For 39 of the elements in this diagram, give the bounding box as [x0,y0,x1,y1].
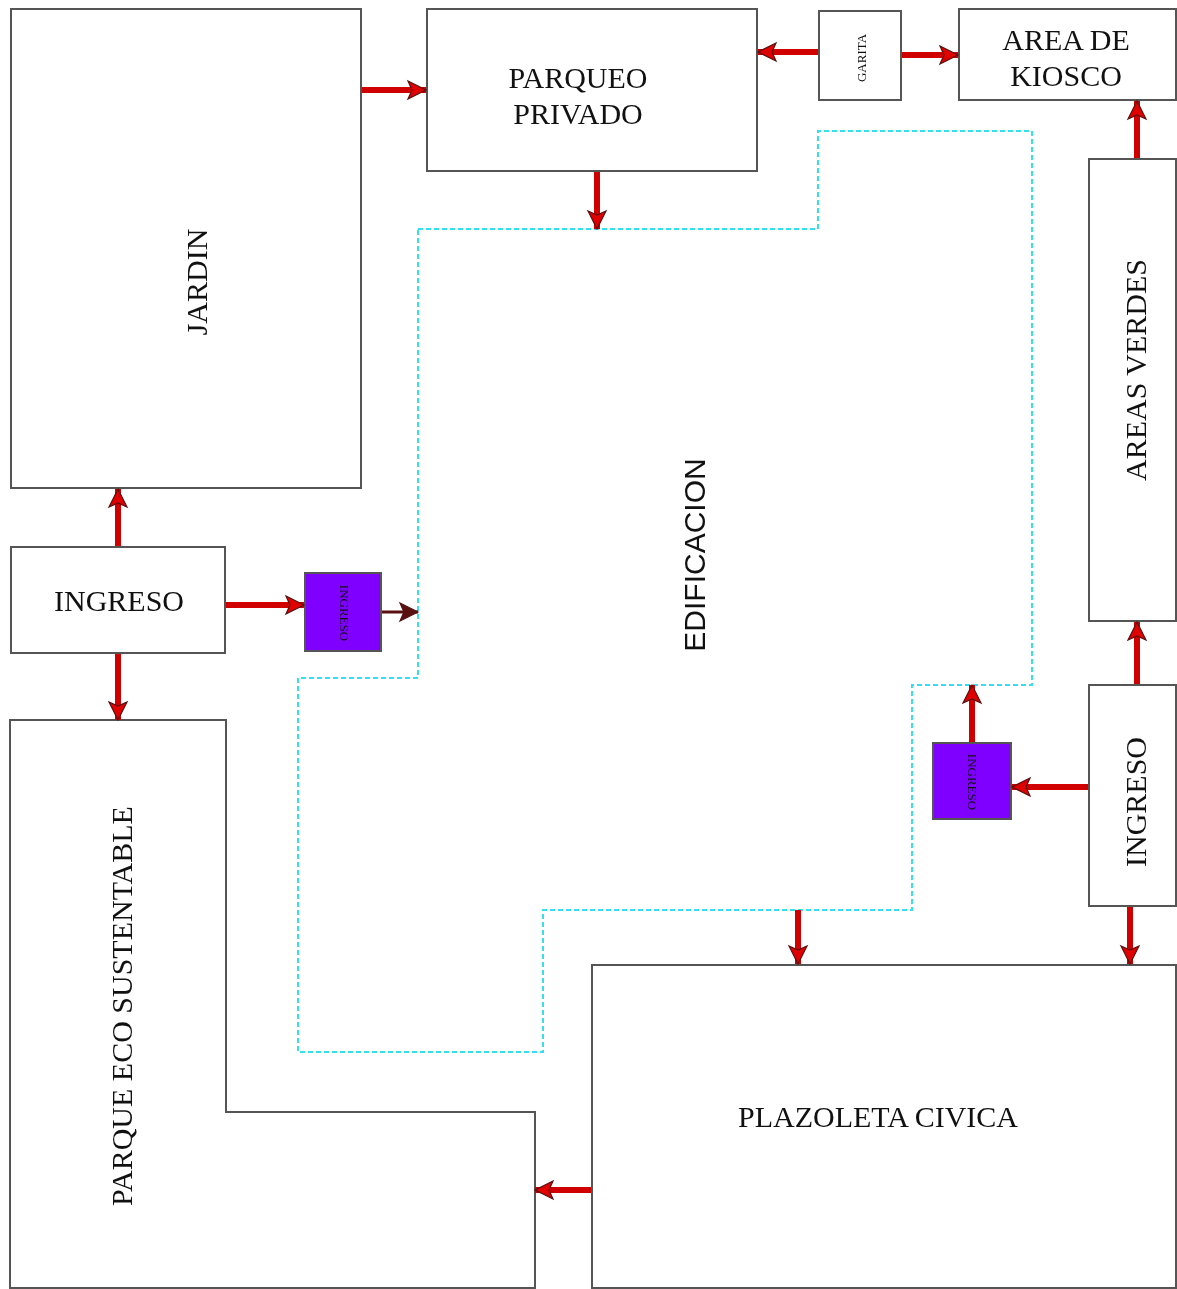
area-label: PARQUE ECO SUSTENTABLE [104,806,139,1206]
arrow [382,602,419,622]
arrow [1120,907,1140,965]
arrow [1011,777,1088,797]
area-label: INGRESO [54,583,184,619]
area-label: INGRESO [1118,737,1153,867]
arrow [788,910,808,965]
area-box [10,546,226,654]
area-box [1088,684,1177,907]
area-box [10,8,362,489]
arrow [108,654,128,721]
entrance-box [304,572,382,652]
area-label: INGRESO [336,584,352,642]
entrance-box [932,742,1012,820]
area-label: AREA DE KIOSCO [1001,22,1131,94]
building-zone [298,131,1032,1052]
area-box [818,10,902,101]
zone-outline [10,720,535,1288]
arrow [534,1180,591,1200]
area-box [591,964,1177,1289]
area-label: INGRESO [964,753,980,811]
arrow [1127,621,1147,684]
area-label: AREAS VERDES [1118,259,1153,481]
arrow [1127,100,1147,158]
arrow [226,595,305,615]
area-box [1088,158,1177,622]
arrow [757,42,818,62]
area-label: PLAZOLETA CIVICA [737,1099,1019,1135]
area-box [426,8,758,172]
area-label: GARITA [854,33,870,83]
arrow [962,684,982,742]
arrow [362,80,427,100]
area-box [958,8,1177,101]
area-label: EDIFICACION [677,458,712,652]
arrow [587,172,607,230]
arrow [902,45,959,65]
area-label: JARDIN [179,228,214,336]
area-label: PARQUEO PRIVADO [507,60,649,132]
arrow [108,488,128,546]
